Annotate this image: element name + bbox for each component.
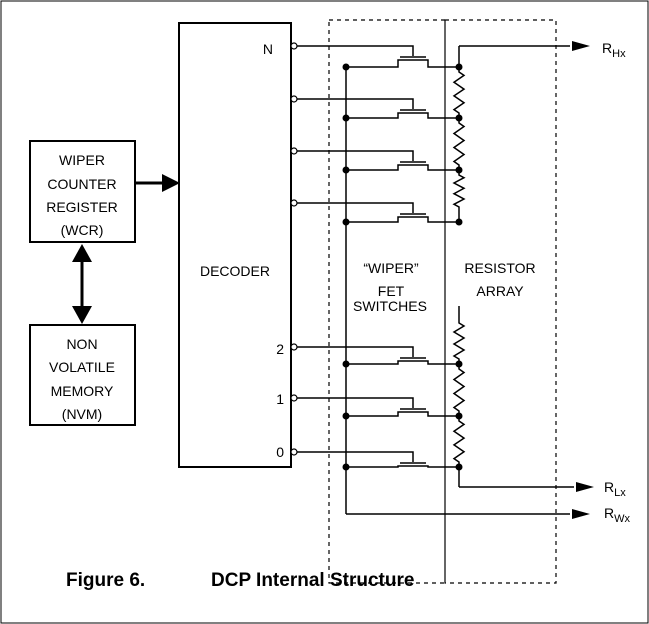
output-pin [290,394,298,402]
bus-junction [342,412,350,420]
output-label-1: 1 [276,391,284,407]
bus-junction [342,114,350,122]
output-pin [290,448,298,456]
nvm-line-1: NON [66,336,97,352]
decoder-block: DECODER [178,22,292,468]
resistor-2 [452,170,466,212]
rw-output-line [346,509,590,519]
wcr-block: WIPER COUNTER REGISTER (WCR) [29,140,136,243]
output-label-n: N [263,41,273,57]
wcr-line-1: WIPER [59,152,105,168]
rw-terminal-label: RWx [604,505,631,525]
fet-label-1: “WIPER” [363,260,419,276]
fet-switch-stage-5 [290,199,463,226]
wcr-line-4: (WCR) [61,222,104,238]
bus-junction [342,63,350,71]
nvm-line-4: (NVM) [62,406,102,422]
fet-switch-stage-1 [290,394,463,420]
rh-output-line [459,41,590,51]
resistor-1 [452,118,466,170]
rl-output-line [459,482,594,492]
bus-junction [342,218,350,226]
resistor-4 [452,364,466,416]
nvm-line-3: MEMORY [51,383,114,399]
resistor-junction [455,218,463,226]
output-pin [290,42,298,50]
fet-switches-region [328,19,446,584]
wcr-nvm-arrow [72,244,92,324]
resistor-array-region [444,19,557,584]
fet-switch-stage-4 [290,147,463,174]
resistor-0 [452,67,466,118]
fet-label-3: SWITCHES [353,298,427,314]
resistor-array [452,67,466,467]
bus-junction [342,166,350,174]
resistor-label-1: RESISTOR [464,260,535,276]
fet-switch-stage-0 [290,448,463,471]
nvm-block: NON VOLATILE MEMORY (NVM) [29,324,136,426]
figure-title: DCP Internal Structure [211,570,414,591]
wcr-decoder-arrow [136,174,180,192]
fet-switch-stages [290,42,463,471]
output-label-2: 2 [276,341,284,357]
wcr-line-2: COUNTER [47,176,116,192]
fet-switch-stage-3 [290,95,463,122]
bus-junction [342,463,350,471]
output-label-0: 0 [276,444,284,460]
figure-number: Figure 6. [66,570,145,591]
rh-terminal-label: RHx [602,40,626,60]
fet-label-2: FET [378,283,405,299]
nvm-line-2: VOLATILE [49,359,115,375]
resistor-label-2: ARRAY [476,283,524,299]
wcr-line-3: REGISTER [46,199,118,215]
resistor-3 [452,318,466,364]
output-pin [290,147,298,155]
fet-switch-stage-2 [290,343,463,368]
bus-junction [342,360,350,368]
fet-switch-stage-n [290,42,463,71]
decoder-label: DECODER [200,263,270,279]
output-pin [290,199,298,207]
rl-terminal-label: RLx [604,479,626,499]
output-pin [290,343,298,351]
output-pin [290,95,298,103]
resistor-5 [452,416,466,467]
